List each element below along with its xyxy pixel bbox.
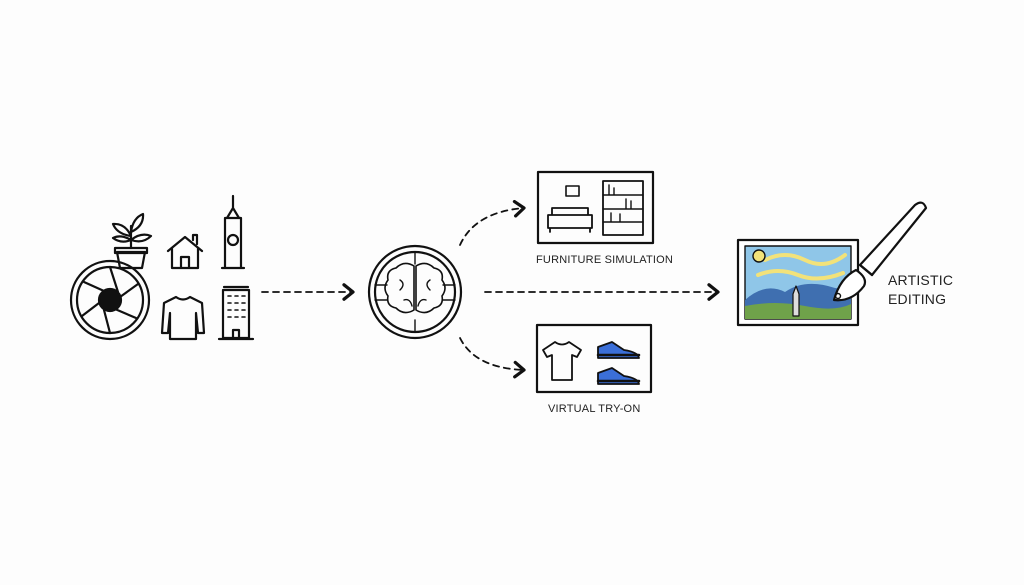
shirt-icon <box>160 295 206 341</box>
house-icon <box>166 233 204 270</box>
office-building-icon <box>217 285 255 341</box>
virtual-try-on-label: VIRTUAL TRY-ON <box>548 403 641 415</box>
furniture-simulation-label: FURNITURE SIMULATION <box>536 254 674 266</box>
furniture-simulation-image <box>536 170 655 245</box>
ai-brain-icon <box>367 244 463 340</box>
plant-icon <box>111 212 153 270</box>
clock-tower-icon <box>220 194 246 270</box>
arrow-to-tryon <box>459 337 526 379</box>
camera-aperture-icon <box>69 259 151 341</box>
arrow-to-furniture <box>459 199 526 246</box>
paintbrush-icon <box>832 201 928 302</box>
virtual-try-on-image <box>535 323 653 394</box>
artistic-label-line1: ARTISTIC <box>888 272 954 288</box>
starry-night-painting <box>736 238 860 327</box>
artistic-label-line2: EDITING <box>888 291 947 307</box>
